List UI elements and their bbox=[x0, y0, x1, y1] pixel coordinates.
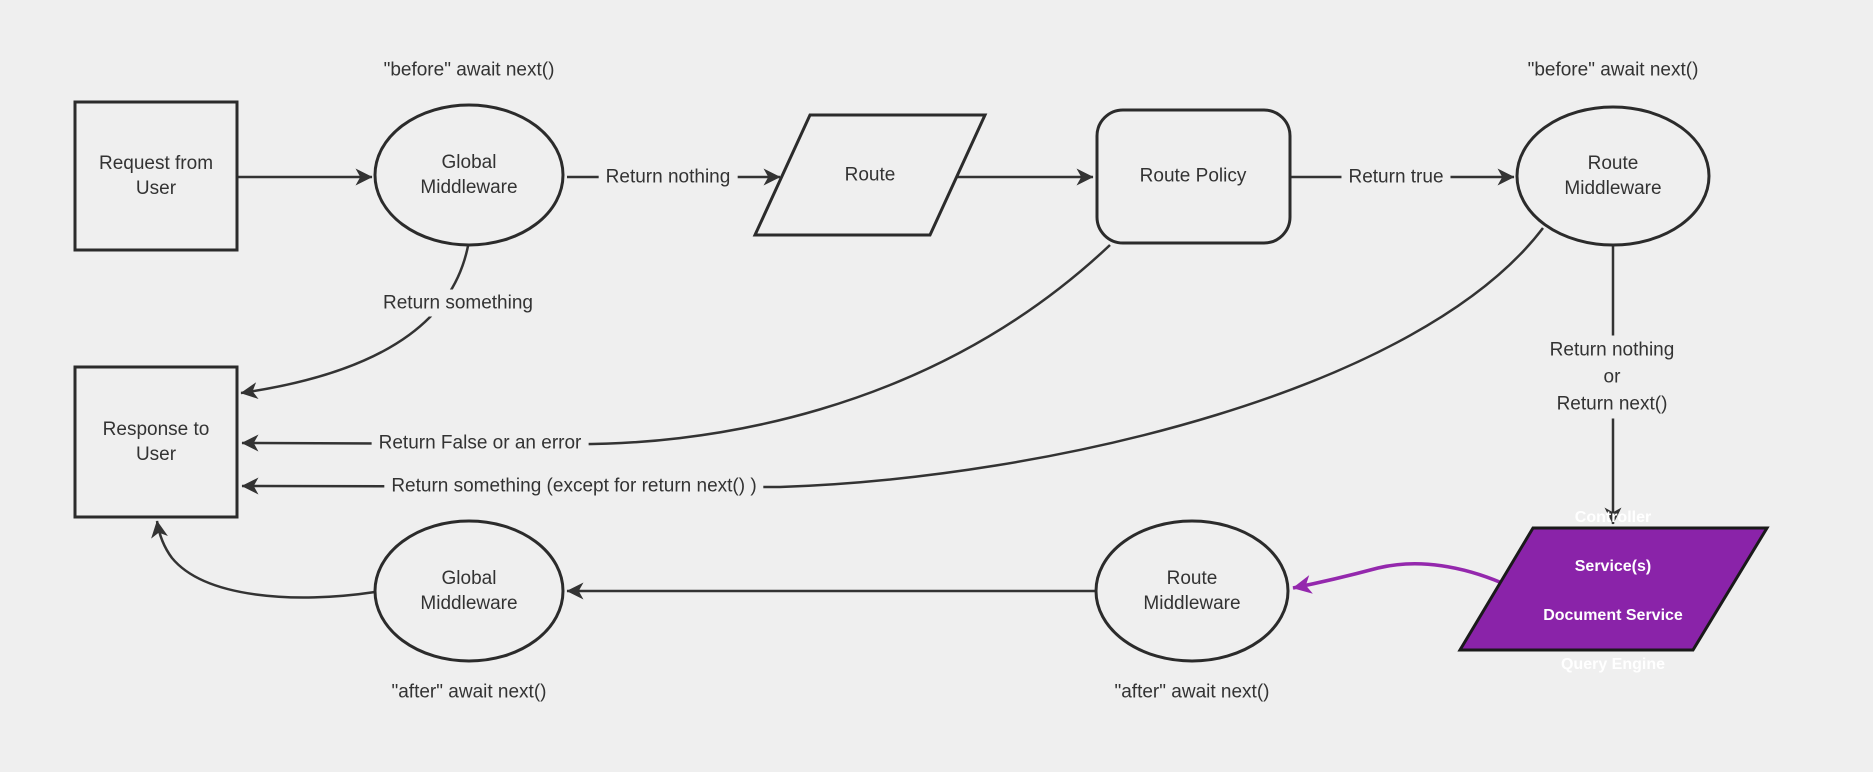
global-middleware-bottom-label: Global Middleware bbox=[420, 568, 518, 614]
document-service-line: Document Service bbox=[1543, 606, 1683, 624]
controller-services-parallelogram bbox=[1457, 526, 1770, 652]
return-something-except-edge-label: Return something (except for return next… bbox=[384, 472, 764, 500]
response-to-user-box bbox=[73, 365, 239, 519]
edge-return-something-to-response bbox=[240, 245, 470, 400]
global-middleware-top-label: Global Middleware bbox=[420, 152, 518, 198]
after-await-next-left-annotation: "after" await next() bbox=[391, 681, 547, 703]
global-middleware-bottom-ellipse bbox=[373, 519, 565, 663]
after-await-next-right-annotation: "after" await next() bbox=[1114, 681, 1270, 703]
route-middleware-bottom-ellipse bbox=[1094, 519, 1290, 663]
route-policy-label: Route Policy bbox=[1139, 165, 1247, 187]
return-false-edge-label: Return False or an error bbox=[371, 429, 589, 457]
controller-line: Controller bbox=[1574, 508, 1652, 526]
edge-return-false-to-response bbox=[241, 244, 1111, 452]
route-parallelogram bbox=[752, 113, 988, 237]
before-await-next-left-annotation: "before" await next() bbox=[383, 59, 555, 81]
route-middleware-top-ellipse bbox=[1515, 105, 1711, 247]
route-label: Route bbox=[844, 164, 896, 186]
response-to-user-label: Response to User bbox=[102, 419, 210, 465]
request-from-user-box bbox=[73, 100, 239, 252]
before-await-next-right-annotation: "before" await next() bbox=[1527, 59, 1699, 81]
request-from-user-label: Request from User bbox=[98, 153, 214, 199]
return-something-edge-label: Return something bbox=[376, 289, 540, 317]
return-true-edge-label: Return true bbox=[1341, 163, 1451, 191]
route-policy-box bbox=[1095, 108, 1292, 245]
global-middleware-top-ellipse bbox=[373, 103, 565, 247]
edge-global-middleware-after-to-response bbox=[151, 520, 376, 599]
route-middleware-bottom-label: Route Middleware bbox=[1143, 568, 1241, 614]
return-nothing-or-next-edge-label: Return nothing or Return next() bbox=[1542, 335, 1682, 419]
route-middleware-top-label: Route Middleware bbox=[1564, 153, 1662, 199]
controller-services-label: Controller Service(s) Document Service Q… bbox=[1543, 481, 1683, 702]
edge-controller-to-route-middleware-after bbox=[1292, 562, 1503, 594]
edge-return-something-except-to-response bbox=[241, 227, 1544, 495]
query-engine-line: Query Engine bbox=[1560, 655, 1666, 673]
return-nothing-edge-label: Return nothing bbox=[598, 163, 738, 191]
services-line: Service(s) bbox=[1574, 557, 1652, 575]
